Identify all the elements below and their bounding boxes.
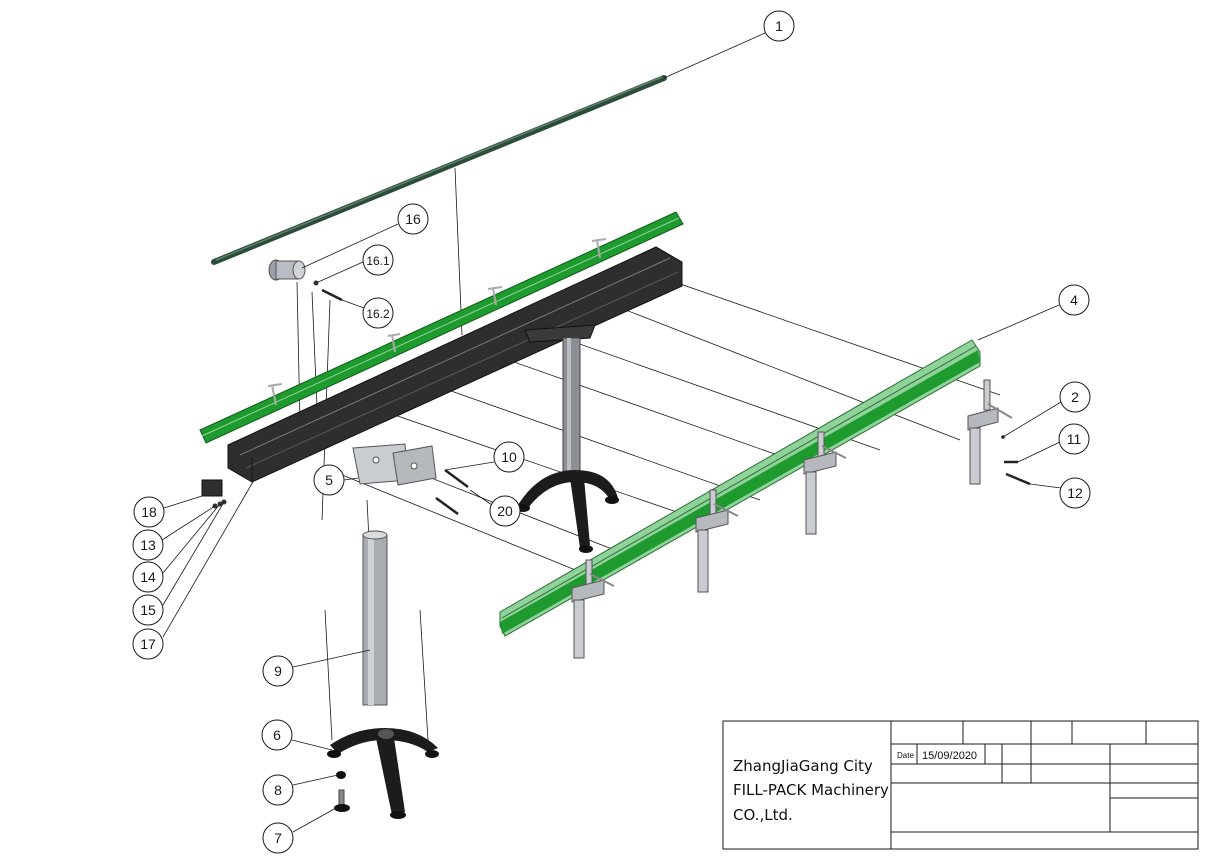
- company-name-line1: ZhangJiaGang City: [733, 757, 873, 775]
- balloon: 14: [132, 561, 164, 593]
- balloon-label: 17: [140, 636, 156, 652]
- balloon-label: 15: [140, 602, 156, 618]
- balloon: 16.2: [362, 297, 394, 329]
- mounting-bracket-part: [352, 443, 469, 516]
- balloon: 9: [262, 655, 294, 687]
- balloon: 20: [489, 495, 521, 527]
- balloon-label: 16.2: [366, 307, 390, 321]
- balloon-label: 16.1: [366, 254, 390, 268]
- balloon: 16.1: [362, 244, 394, 276]
- rail-clamps: [571, 379, 1013, 659]
- balloon: 10: [493, 441, 525, 473]
- central-support-stand: [516, 324, 619, 553]
- roller-part: [268, 259, 343, 302]
- balloon-label: 2: [1071, 389, 1079, 405]
- balloon: 8: [262, 774, 294, 806]
- balloon: 5: [313, 464, 345, 496]
- conveyor-frame-part: [227, 246, 683, 483]
- balloon: 18: [133, 496, 165, 528]
- balloon-leaders: [161, 32, 1062, 833]
- green-guide-rail-front: [499, 339, 981, 637]
- balloon: 6: [261, 719, 293, 751]
- balloon: 15: [132, 594, 164, 626]
- balloon-label: 4: [1070, 292, 1078, 308]
- balloon-label: 10: [501, 449, 517, 465]
- support-column-part: [362, 530, 388, 706]
- balloon: 2: [1059, 381, 1091, 413]
- frame-top-bolts: [267, 238, 607, 406]
- company-name-line3: CO.,Ltd.: [733, 806, 793, 824]
- balloon: 17: [132, 628, 164, 660]
- balloon: 4: [1058, 284, 1090, 316]
- balloon: 1: [763, 10, 795, 42]
- levelling-foot-part: [334, 771, 350, 812]
- balloon-label: 5: [325, 472, 333, 488]
- balloon: 7: [262, 822, 294, 854]
- balloon-label: 6: [273, 727, 281, 743]
- balloon-label: 16: [405, 211, 421, 227]
- part-balloons: 1 16 16.1 16.2 4 2 11 12 10 5 20 18 13 1…: [132, 10, 1091, 854]
- guide-rod-part: [211, 75, 667, 265]
- balloon: 12: [1059, 477, 1091, 509]
- green-guide-rail-back: [199, 211, 684, 444]
- balloon-label: 1: [775, 18, 783, 34]
- balloon-label: 8: [274, 782, 282, 798]
- balloon-label: 7: [274, 830, 282, 846]
- date-value: 15/09/2020: [922, 750, 977, 762]
- balloon-label: 18: [141, 504, 157, 520]
- balloon-label: 12: [1067, 485, 1083, 501]
- company-name-line2: FILL-PACK Machinery: [733, 781, 889, 799]
- balloon-label: 14: [140, 569, 156, 585]
- balloon-label: 20: [497, 503, 513, 519]
- base-foot-part: [327, 728, 439, 819]
- small-fasteners: [1001, 435, 1031, 486]
- balloon-label: 13: [140, 537, 156, 553]
- balloon: 13: [132, 529, 164, 561]
- balloon-label: 9: [274, 663, 282, 679]
- balloon: 16: [397, 203, 429, 235]
- date-label: Date: [897, 751, 914, 760]
- balloon: 11: [1058, 423, 1090, 455]
- balloon-label: 11: [1067, 431, 1082, 447]
- title-block: ZhangJiaGang City FILL-PACK Machinery CO…: [722, 720, 1199, 850]
